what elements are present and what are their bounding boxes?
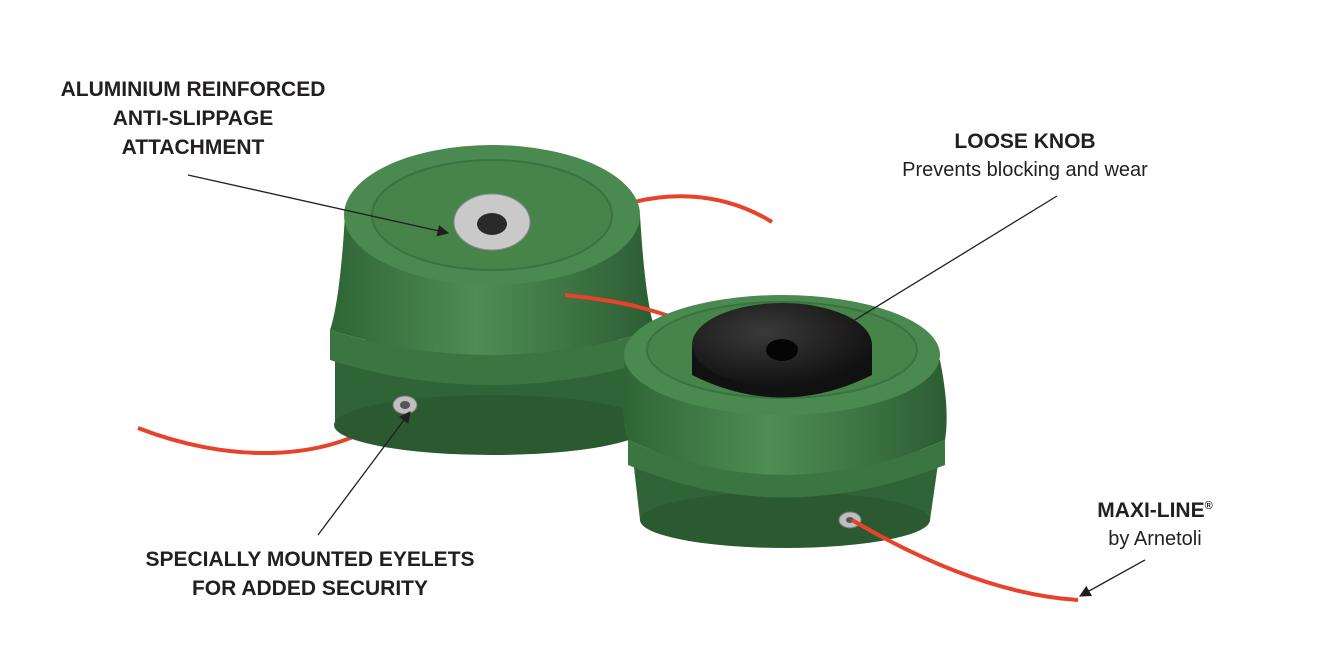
callout-knob-title: LOOSE KNOB	[954, 130, 1096, 153]
callout-attachment-line: ATTACHMENT	[121, 136, 265, 159]
spool-head-left	[330, 145, 655, 455]
callout-knob: LOOSE KNOB Prevents blocking and wear	[865, 127, 1185, 185]
callout-arrow-eyelets	[317, 411, 411, 536]
callout-arrow-attachment	[187, 174, 450, 237]
callout-eyelets-line: FOR ADDED SECURITY	[191, 577, 429, 600]
callout-line-subtitle: by Arnetoli	[1108, 528, 1202, 550]
callout-eyelets: SPECIALLY MOUNTED EYELETS FOR ADDED SECU…	[110, 545, 510, 603]
callout-attachment: ALUMINIUM REINFORCED ANTI-SLIPPAGE ATTAC…	[43, 75, 343, 162]
callout-line-title: MAXI-LINE	[1097, 499, 1205, 522]
callout-arrow-knob	[831, 195, 1058, 335]
callout-line: MAXI-LINE® by Arnetoli	[1075, 492, 1235, 554]
callout-attachment-line: ALUMINIUM REINFORCED	[60, 78, 326, 101]
callout-eyelets-line: SPECIALLY MOUNTED EYELETS	[145, 548, 475, 571]
spool-head-right	[623, 295, 947, 548]
callout-knob-subtitle: Prevents blocking and wear	[902, 159, 1148, 181]
registered-mark: ®	[1204, 500, 1213, 512]
callout-arrow-line	[1078, 559, 1146, 597]
trimmer-line-right	[850, 518, 1079, 602]
callout-attachment-line: ANTI-SLIPPAGE	[112, 107, 274, 130]
